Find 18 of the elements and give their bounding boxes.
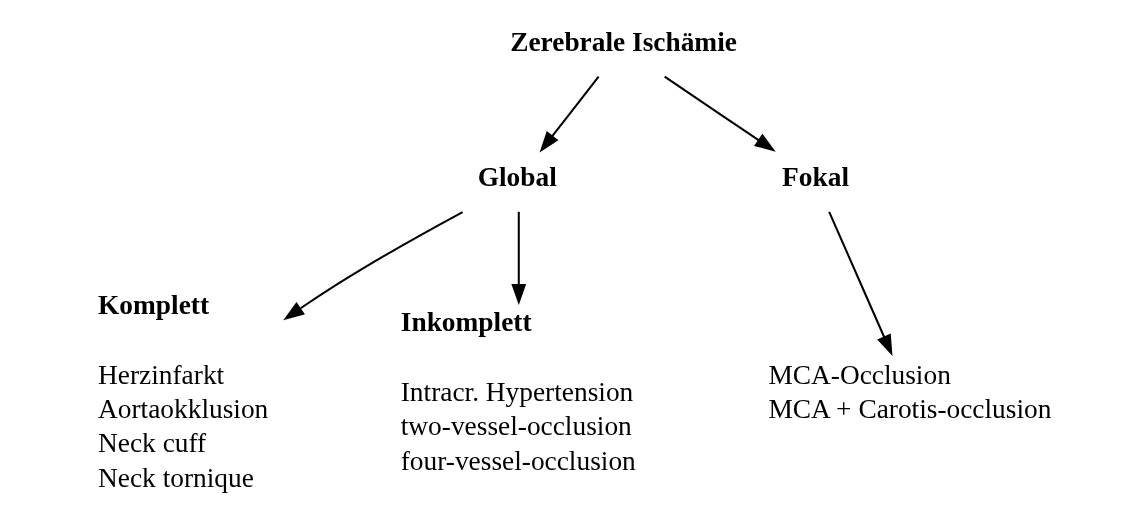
arrow <box>282 211 463 321</box>
node-text: MCA-Occlusion MCA + Carotis-occlusion <box>767 360 1051 425</box>
node-label: Neck tornique <box>97 462 254 493</box>
node-label: Intracr. Hypertension <box>400 377 633 408</box>
arrow <box>663 75 776 152</box>
node-label: four-vessel-occlusion <box>400 445 636 476</box>
node-label: two-vessel-occlusion <box>400 411 632 442</box>
node-text: Global <box>477 161 557 192</box>
arrow <box>827 211 892 356</box>
node-label: Herzinfarkt <box>97 360 224 390</box>
node-label: Neck cuff <box>97 428 206 459</box>
node-text: Inkomplett <box>400 306 532 337</box>
arrow <box>510 211 526 306</box>
node-text: Fokal <box>781 161 849 192</box>
node-text: Zerebrale Ischämie <box>509 26 737 57</box>
node-text: Komplett <box>97 289 209 320</box>
node-label: Aortaokklusion <box>97 394 268 425</box>
arrow <box>539 76 599 153</box>
